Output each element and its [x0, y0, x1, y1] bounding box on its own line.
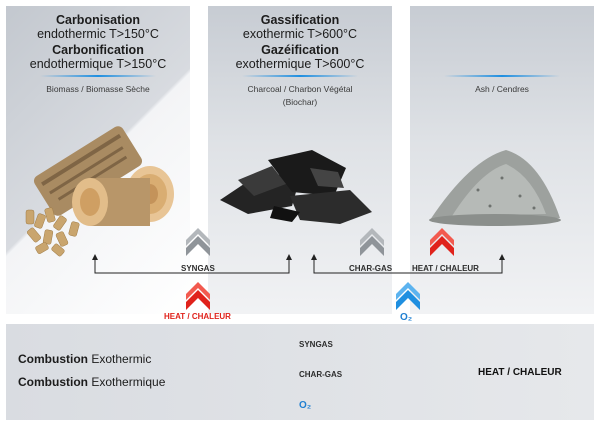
- combustion-exothermique: Combustion Exothermique: [18, 375, 166, 389]
- carbonification-sub: endothermique T>150°C: [29, 57, 167, 71]
- accent-line-2: [242, 75, 358, 77]
- gassification-sub: exothermic T>600°C: [242, 27, 358, 41]
- ash-pile-icon: [429, 150, 561, 226]
- heat-up-arrow-icon-top: [430, 228, 454, 256]
- gazeification-sub: exothermique T>600°C: [235, 57, 365, 71]
- heat-up-arrow-icon-bottom: [186, 282, 210, 310]
- o2-up-arrow-icon: [396, 282, 420, 310]
- flow-arrowheads: [92, 254, 505, 260]
- carbonisation-sub: endothermic T>150°C: [37, 27, 159, 41]
- carbonisation-title: Carbonisation: [55, 13, 141, 27]
- charcoal-caption: Charcoal / Charbon Végétal: [247, 84, 353, 94]
- bottom-chargas-label: CHAR-GAS: [299, 370, 343, 379]
- bottom-heat-label: HEAT / CHALEUR: [478, 367, 562, 378]
- syngas-up-arrow-icon: [186, 228, 210, 256]
- combustion-exothermic: Combustion Exothermic: [18, 352, 152, 366]
- heat-label-bottom: HEAT / CHALEUR: [164, 312, 231, 321]
- gassification-title: Gassification: [260, 13, 340, 27]
- gazeification-title: Gazéification: [261, 43, 339, 57]
- ash-caption: Ash / Cendres: [475, 84, 529, 94]
- biomass-wood-icon: [33, 126, 174, 226]
- chargas-label: CHAR-GAS: [349, 264, 393, 273]
- o2-label: O₂: [400, 312, 413, 323]
- bottom-o2-label: O₂: [299, 400, 312, 411]
- biomass-caption: Biomass / Biomasse Sèche: [46, 84, 150, 94]
- chargas-up-arrow-icon: [360, 228, 384, 256]
- carbonification-title: Carbonification: [52, 43, 144, 57]
- flow-lines: [94, 258, 503, 274]
- wood-pellets-icon: [25, 207, 80, 257]
- combustion-band: [6, 324, 594, 420]
- accent-line-1: [40, 75, 156, 77]
- left-flow-bracket: [94, 258, 290, 274]
- charcoal-icon: [220, 150, 372, 224]
- accent-line-3: [444, 75, 560, 77]
- syngas-label: SYNGAS: [181, 264, 215, 273]
- bottom-syngas-label: SYNGAS: [299, 340, 333, 349]
- biochar-caption: (Biochar): [282, 97, 318, 107]
- heat-label-top: HEAT / CHALEUR: [412, 264, 479, 273]
- right-flow-bracket: [313, 258, 503, 274]
